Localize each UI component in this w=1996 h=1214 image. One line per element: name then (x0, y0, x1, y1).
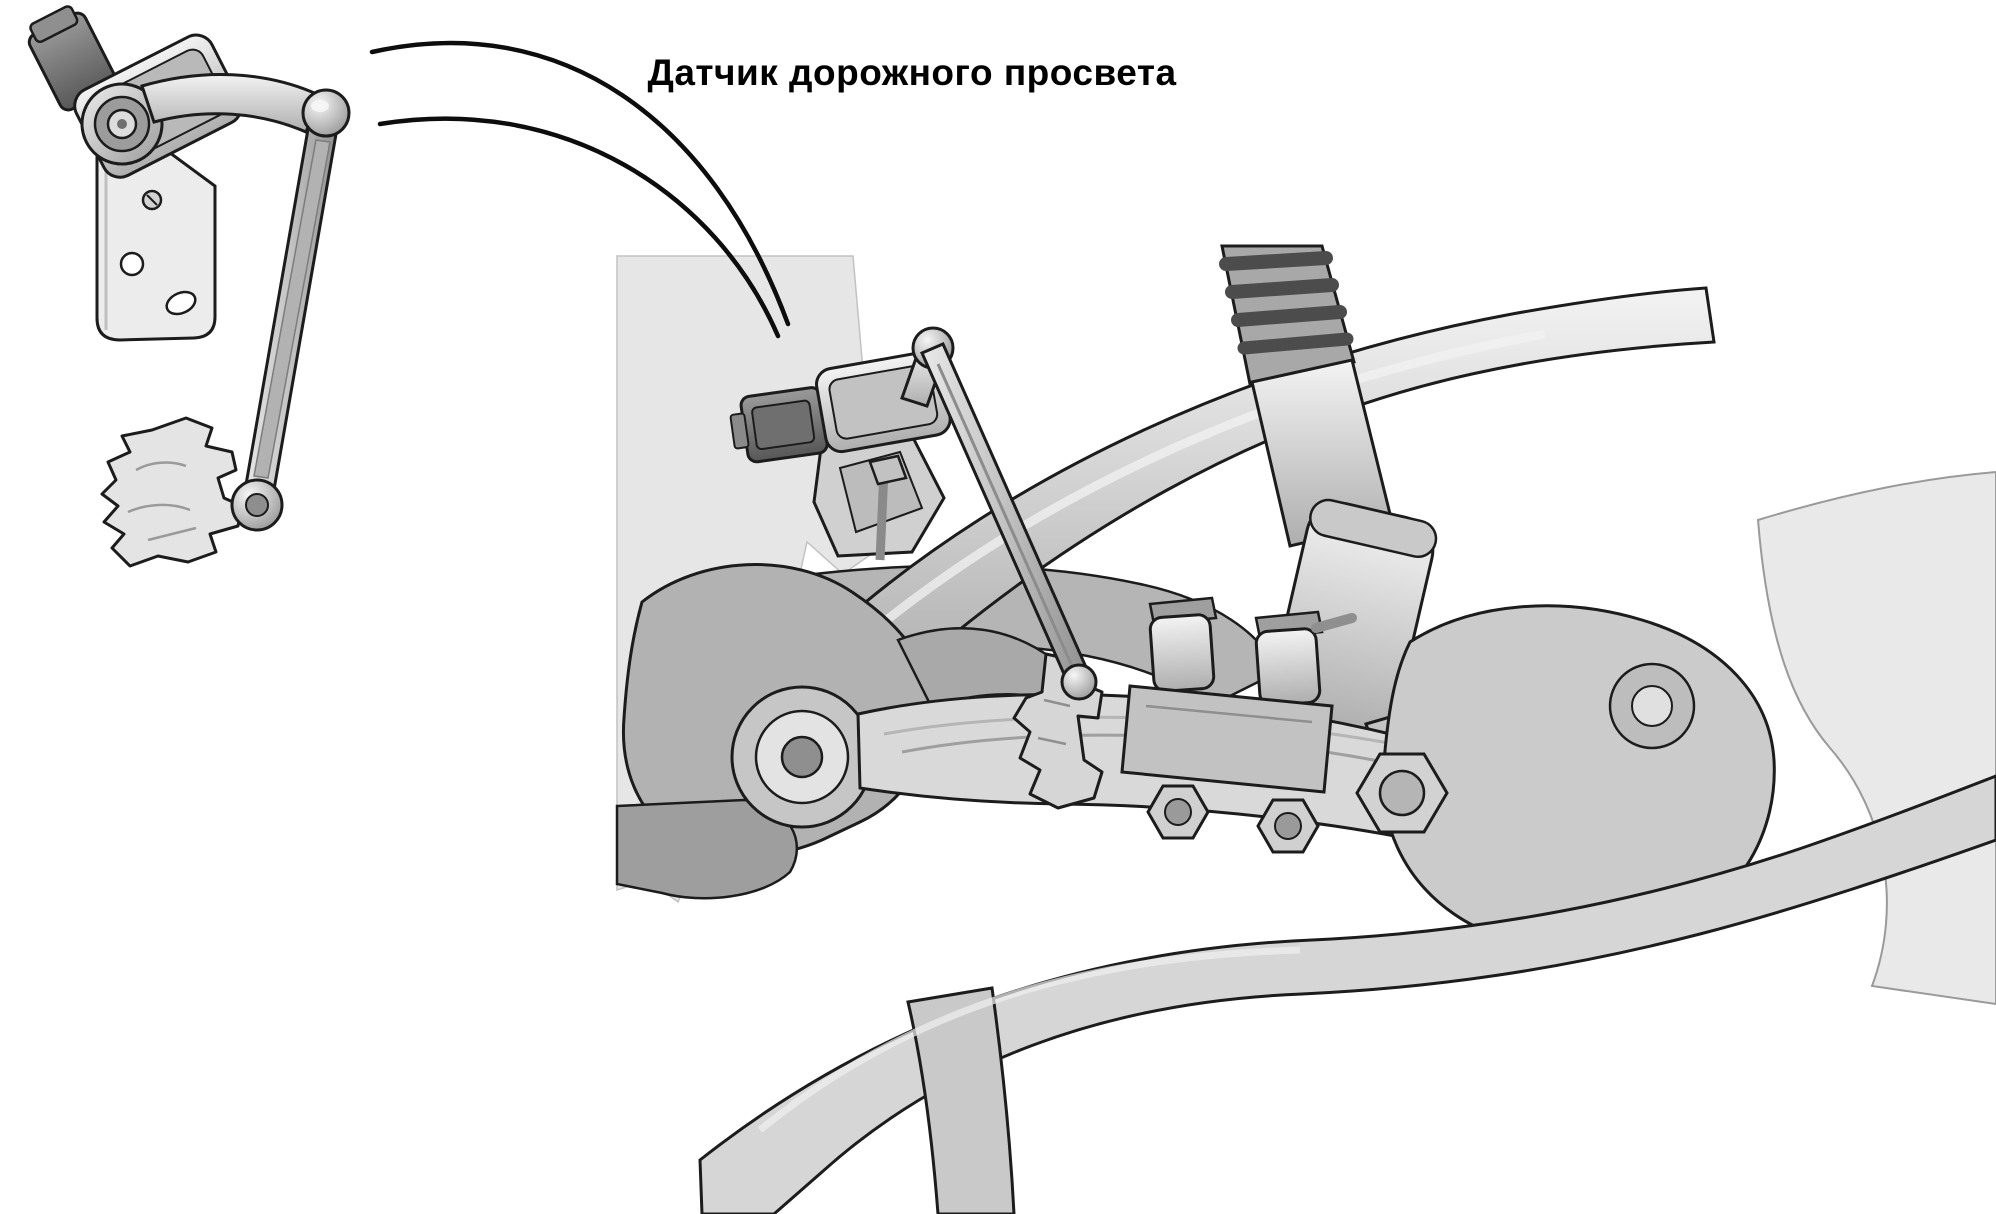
lever-ball-cap (301, 88, 351, 138)
callout-line-lower (377, 116, 781, 339)
rod-ball-joint-installed (1060, 663, 1098, 701)
callout-lines (369, 40, 791, 339)
stabilizer-bracket (1120, 596, 1357, 854)
wheel-liner-panel (1756, 470, 1996, 1006)
bracket-plate (1120, 684, 1334, 794)
steering-knuckle (1355, 604, 1776, 951)
sensor-connector (729, 386, 829, 464)
lower-arm (698, 774, 1996, 1214)
installed-view (615, 244, 1996, 1214)
installed-sensor (729, 326, 1098, 701)
bracket-hole (119, 251, 145, 277)
retaining-clip (100, 416, 244, 568)
callout-line-upper (369, 40, 791, 327)
bracket-slot (165, 290, 197, 316)
diagram-title: Датчик дорожного просвета (647, 52, 1177, 93)
stabilizer-bar-highlight (859, 329, 1546, 644)
isolated-sensor-view (27, 5, 351, 568)
